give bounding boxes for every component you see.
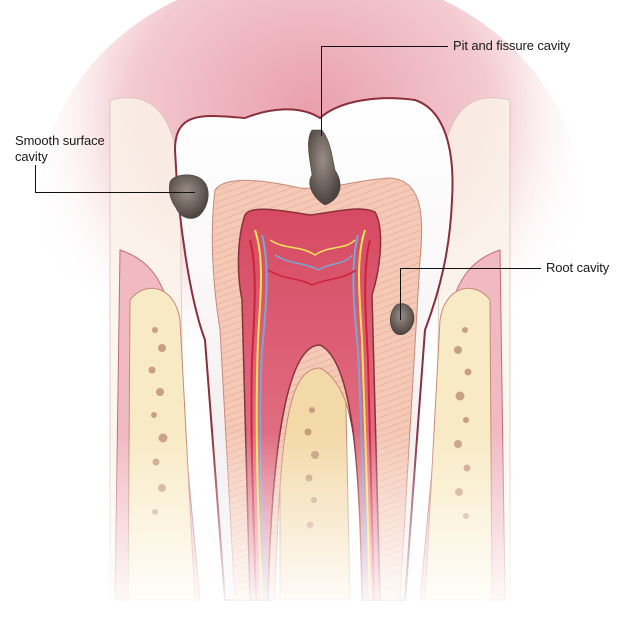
pit-fissure-leader-horizontal (321, 46, 448, 47)
smooth-surface-leader-horizontal (35, 192, 195, 193)
smooth-surface-cavity-label: Smooth surface cavity (15, 133, 105, 164)
root-cavity-leader-horizontal (400, 268, 541, 269)
smooth-surface-leader-vertical (35, 165, 36, 193)
pit-fissure-cavity-label: Pit and fissure cavity (453, 38, 571, 53)
pit-fissure-leader-vertical (321, 46, 322, 136)
root-cavity-leader-vertical (400, 268, 401, 320)
root-cavity-label: Root cavity (546, 260, 610, 275)
